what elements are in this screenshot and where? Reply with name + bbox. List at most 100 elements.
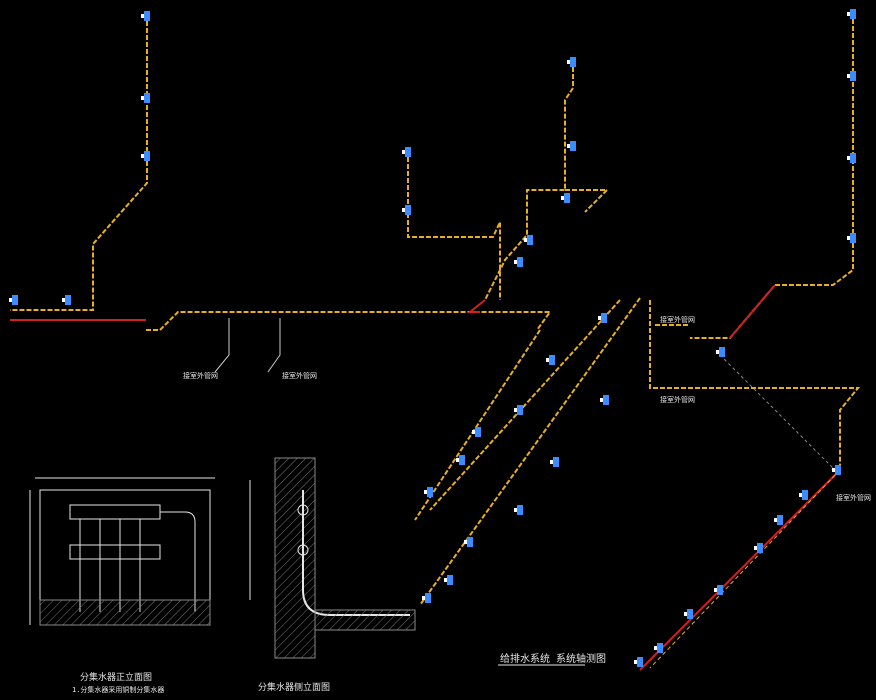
right-mid-loop <box>649 300 861 470</box>
valve-icon <box>561 196 564 200</box>
valve-icon <box>567 144 570 148</box>
fixture-marker <box>714 585 723 595</box>
valve-icon <box>799 493 802 497</box>
fixture-marker <box>464 537 473 547</box>
lower-manifold-bar <box>69 544 161 560</box>
faucet-icon <box>719 347 725 357</box>
valve-icon <box>847 74 850 78</box>
fixture-marker <box>514 257 523 267</box>
right-red-segment <box>729 284 776 339</box>
faucet-icon <box>802 490 808 500</box>
drop-pipe-1 <box>214 318 230 373</box>
valve-icon <box>600 398 603 402</box>
faucet-icon <box>425 593 431 603</box>
diag-run-2 <box>429 299 621 511</box>
valve-icon <box>524 238 527 242</box>
faucet-icon <box>850 153 856 163</box>
middle-branch <box>565 189 610 213</box>
faucet-icon <box>850 9 856 19</box>
fixture-marker <box>514 505 523 515</box>
fixture-marker <box>524 235 533 245</box>
main-title-label: 给排水系统 系统轴测图 <box>500 652 606 665</box>
faucet-icon <box>65 295 71 305</box>
valve-icon <box>402 150 405 154</box>
side-floor-hatch <box>314 609 416 631</box>
diag-run-red <box>639 469 841 671</box>
faucet-icon <box>12 295 18 305</box>
valve-icon <box>598 316 601 320</box>
isometric-diagonal-runs <box>414 297 841 671</box>
faucet-icon <box>447 575 453 585</box>
faucet-icon <box>553 457 559 467</box>
fixture-marker <box>847 9 856 19</box>
valve-icon <box>514 260 517 264</box>
valve-icon <box>847 12 850 16</box>
faucet-icon <box>517 257 523 267</box>
fixture-marker <box>654 643 663 653</box>
valve-icon <box>141 154 144 158</box>
detail-front-floor-hatch <box>39 599 211 626</box>
detail-manifold-side <box>249 457 416 659</box>
faucet-icon <box>549 355 555 365</box>
valve-icon <box>714 588 717 592</box>
main-horizontal-pipe <box>146 311 552 331</box>
fixture-marker <box>550 457 559 467</box>
fixture-marker <box>754 543 763 553</box>
valve-icon <box>444 578 447 582</box>
fixture-marker <box>832 465 841 475</box>
faucet-icon <box>687 609 693 619</box>
faucet-icon <box>517 505 523 515</box>
valve-icon <box>472 430 475 434</box>
valve-icon <box>754 546 757 550</box>
fixture-marker <box>62 295 71 305</box>
fixture-marker <box>847 233 856 243</box>
faucet-icon <box>717 585 723 595</box>
valve-icon <box>546 358 549 362</box>
drawing-labels: 给排水系统 系统轴测图 分集水器正立面图 1.分集水器采用铜制分集水器 分集水器… <box>72 315 871 694</box>
side-gauge-bottom <box>297 544 309 556</box>
valve-icon <box>716 350 719 354</box>
right-label-1: 接室外管网 <box>660 315 695 324</box>
fixture-marker <box>634 657 643 667</box>
valve-icon <box>567 60 570 64</box>
right-label-3: 接室外管网 <box>836 493 871 502</box>
right-label-2: 接室外管网 <box>660 395 695 404</box>
valve-icon <box>847 236 850 240</box>
faucet-icon <box>777 515 783 525</box>
valve-icon <box>847 156 850 160</box>
diag-run-red-companion <box>649 469 841 669</box>
faucet-icon <box>570 141 576 151</box>
valve-icon <box>684 612 687 616</box>
side-gauge-top <box>297 504 309 516</box>
fixture-marker <box>774 515 783 525</box>
side-wall-hatch <box>274 457 316 659</box>
fixture-marker <box>546 355 555 365</box>
left-riser-system <box>10 14 552 373</box>
valve-icon <box>464 540 467 544</box>
faucet-icon <box>757 543 763 553</box>
fixture-marker <box>9 295 18 305</box>
fixture-marker <box>141 151 150 161</box>
fixture-marker <box>567 57 576 67</box>
fixture-marker <box>456 455 465 465</box>
valve-icon <box>9 298 12 302</box>
dashed-connector <box>719 354 841 476</box>
valve-icon <box>634 660 637 664</box>
faucet-icon <box>603 395 609 405</box>
valve-icon <box>141 14 144 18</box>
detail-left-title: 分集水器正立面图 <box>80 671 152 683</box>
fixture-markers <box>9 9 856 667</box>
faucet-icon <box>517 405 523 415</box>
faucet-icon <box>601 313 607 323</box>
valve-icon <box>654 646 657 650</box>
valve-icon <box>550 460 553 464</box>
right-riser-system <box>649 12 861 476</box>
faucet-icon <box>564 193 570 203</box>
faucet-icon <box>144 93 150 103</box>
fixture-marker <box>600 395 609 405</box>
fixture-marker <box>598 313 607 323</box>
fixture-marker <box>422 593 431 603</box>
valve-icon <box>514 408 517 412</box>
